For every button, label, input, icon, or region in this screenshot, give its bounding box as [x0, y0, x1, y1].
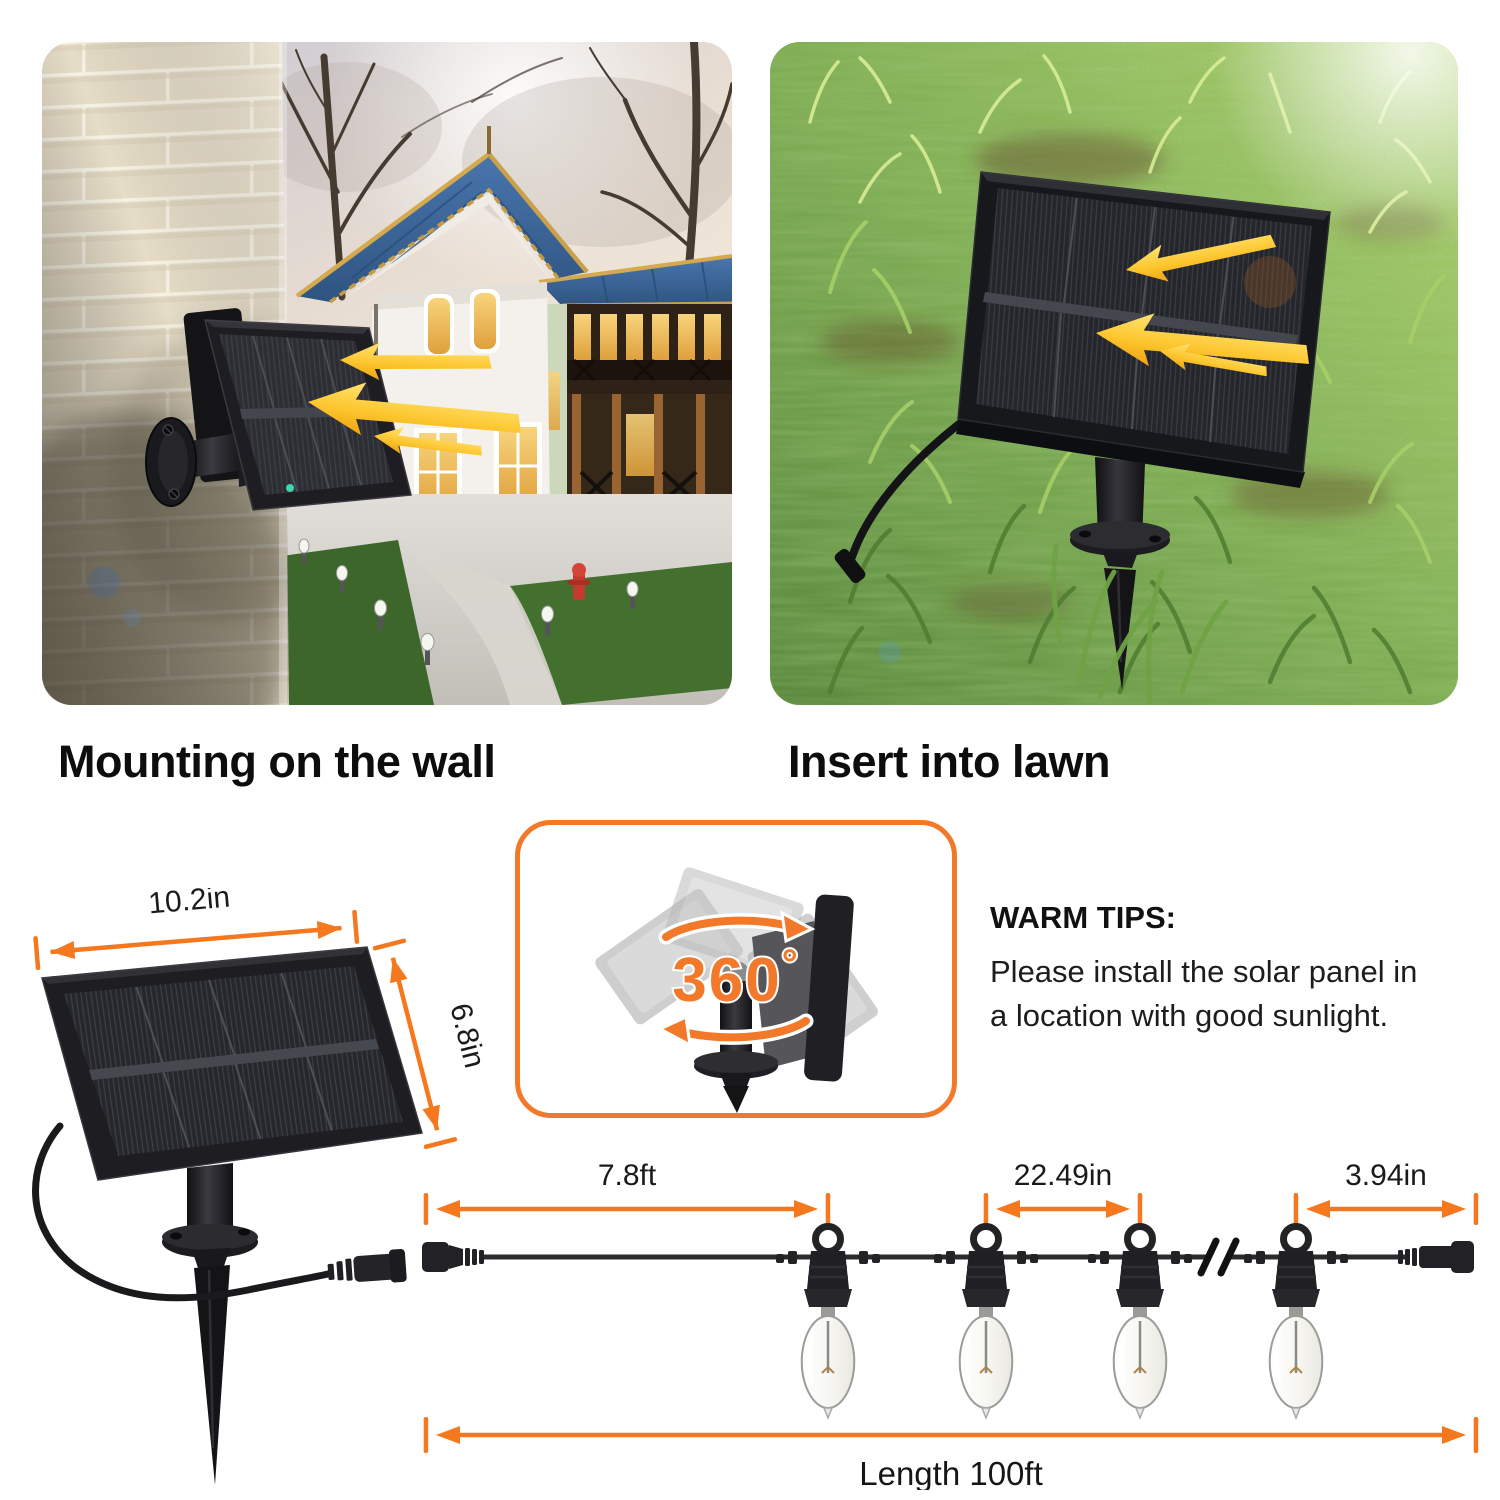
- top-dimension-row: [423, 1193, 1479, 1225]
- total-length-dimension: [423, 1417, 1479, 1453]
- panel-cable: [848, 408, 979, 561]
- bulb-socket-group: [776, 1223, 1348, 1421]
- panel-cable: [32, 1122, 332, 1302]
- panel-width-label: 10.2in: [147, 888, 231, 921]
- main-house-roof: [295, 126, 589, 304]
- total-length-label: Length 100ft: [859, 1455, 1043, 1490]
- bracket-screws: [162, 424, 180, 500]
- mount-arm: [185, 432, 244, 478]
- tail-length-label: 3.94in: [1345, 1159, 1427, 1192]
- bulb-spacing-label: 22.49in: [1014, 1159, 1112, 1192]
- wall-mounted-solar-panel: [145, 308, 412, 511]
- cable-connector: [327, 1248, 407, 1283]
- bulb-spacing-dimension: [996, 1200, 1130, 1218]
- rotation-arrows-icon: [656, 910, 816, 1048]
- warm-tips-text-line2: a location with good sunlight.: [990, 998, 1389, 1034]
- balcony-windows: [574, 314, 721, 360]
- lawn-photo: [770, 42, 1458, 705]
- wall-photo-caption: Mounting on the wall: [58, 736, 496, 787]
- fire-hydrant: [568, 563, 590, 600]
- brick-wall: [42, 42, 289, 705]
- ground-stake: [162, 1163, 258, 1485]
- rotation-360-box: 360°: [515, 820, 957, 1118]
- string-connector-left: [422, 1242, 484, 1272]
- cord-break-icon: [1197, 1237, 1240, 1277]
- house-scene: [242, 42, 732, 705]
- warm-tips-title: WARM TIPS:: [990, 900, 1176, 935]
- solar-panel-product: [41, 946, 423, 1181]
- panel-height-label: 6.8in: [443, 1000, 488, 1071]
- string-lights-diagram: 7.8ft 22.49in 3.94in: [422, 1159, 1479, 1490]
- rotation-degrees-label: 360°: [672, 942, 799, 1015]
- charge-led: [286, 484, 294, 492]
- panel-width-dimension: 10.2in: [33, 888, 360, 971]
- string-connector-right: [1398, 1241, 1474, 1273]
- tail-length-dimension: [1306, 1200, 1466, 1218]
- warm-tips: WARM TIPS: Please install the solar pane…: [990, 900, 1470, 1038]
- rotation-stake: [694, 981, 778, 1113]
- warm-tips-text-line1: Please install the solar panel in: [990, 954, 1418, 989]
- wall-photo: [42, 42, 732, 705]
- lawn-photo-caption: Insert into lawn: [788, 736, 1111, 787]
- path-lights: [298, 538, 639, 665]
- lead-length-label: 7.8ft: [598, 1159, 657, 1192]
- solar-panel-diagram: 10.2in 6.8in: [32, 888, 488, 1485]
- lead-length-dimension: [436, 1200, 818, 1218]
- stake-column: [1095, 457, 1145, 542]
